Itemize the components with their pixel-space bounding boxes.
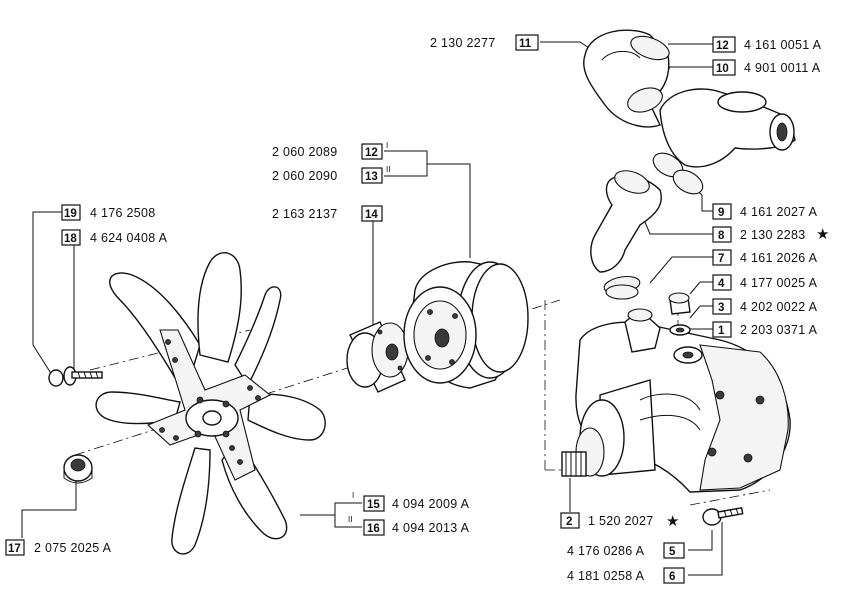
callout-1: 1 2 203 0371 A (712, 321, 818, 338)
fan-assembly (95, 252, 326, 555)
callout-14: 2 163 2137 14 (272, 205, 383, 222)
fan-hub-spider (146, 329, 272, 481)
part-number: 2 060 2089 (272, 145, 338, 159)
callout-number: 19 (64, 208, 77, 220)
callout-number: 7 (718, 253, 724, 265)
callout-9: 9 4 161 2027 A (712, 203, 818, 220)
leader-lines (21, 41, 723, 576)
callout-8: 8 2 130 2283 ★ (712, 226, 830, 243)
part-number: 2 075 2025 A (34, 541, 112, 555)
callout-7: 7 4 161 2026 A (712, 249, 818, 266)
bleed-plug (668, 292, 691, 336)
callout-number: 18 (64, 233, 77, 245)
part-number: 4 161 2027 A (740, 205, 818, 219)
callout-number: 5 (669, 546, 676, 558)
callout-number: 3 (718, 302, 724, 314)
callout-19: 19 4 176 2508 (61, 204, 156, 221)
callout-5: 4 176 0286 A 5 (567, 542, 685, 559)
part-number: 4 094 2009 A (392, 497, 470, 511)
callout-12-pulley: 2 060 2089 12 I (272, 141, 388, 160)
callout-number: 12 (365, 147, 378, 159)
part-number: 4 181 0258 A (567, 569, 645, 583)
callout-10: 10 4 901 0011 A (712, 59, 821, 76)
callout-number: 4 (718, 278, 725, 290)
callout-number: 17 (8, 543, 21, 555)
part-number: 4 161 0051 A (744, 38, 822, 52)
hub-nut (63, 454, 93, 484)
callout-number: 1 (718, 325, 725, 337)
part-number: 2 130 2283 (740, 228, 806, 242)
callout-number: 2 (566, 516, 572, 528)
callout-4: 4 4 177 0025 A (712, 274, 818, 291)
part-number: 4 176 2508 (90, 206, 156, 220)
water-pump-body (561, 308, 791, 493)
callout-number: 15 (367, 499, 380, 511)
variant-mark: II (348, 515, 352, 524)
callout-11: 2 130 2277 11 (430, 34, 539, 51)
callout-18: 18 4 624 0408 A (61, 229, 168, 246)
mount-bolt (702, 507, 744, 526)
part-number: 4 177 0025 A (740, 276, 818, 290)
lower-hose (590, 170, 662, 273)
callout-number: 13 (365, 171, 378, 183)
callout-labels: 19 4 176 2508 18 4 624 0408 A 17 2 075 2… (5, 34, 830, 584)
part-number: 2 203 0371 A (740, 323, 818, 337)
callout-2: 2 1 520 2027 ★ (560, 512, 680, 530)
part-number: 2 163 2137 (272, 207, 338, 221)
spacer-hub (346, 321, 409, 393)
callout-number: 8 (718, 230, 725, 242)
part-number: 4 161 2026 A (740, 251, 818, 265)
callout-number: 10 (716, 63, 729, 75)
callout-13: 2 060 2090 13 II (272, 165, 390, 184)
star-icon: ★ (666, 513, 680, 530)
callout-number: 6 (669, 571, 675, 583)
callout-number: 16 (367, 523, 380, 535)
part-number: 1 520 2027 (588, 514, 654, 528)
callout-16: II 16 4 094 2013 A (348, 515, 470, 536)
pulley (403, 261, 529, 389)
clamp-small (605, 284, 639, 300)
callout-15: I 15 4 094 2009 A (352, 491, 470, 512)
part-number: 4 901 0011 A (744, 61, 821, 75)
part-number: 2 130 2277 (430, 36, 496, 50)
callout-3: 3 4 202 0022 A (712, 298, 818, 315)
fan-bolt-and-washer (48, 366, 103, 387)
hose-clamps (603, 35, 704, 295)
part-number: 4 094 2013 A (392, 521, 470, 535)
thermostat-housing (659, 88, 796, 168)
callout-12-clamp: 12 4 161 0051 A (712, 36, 822, 53)
part-number: 4 624 0408 A (90, 231, 168, 245)
callout-number: 9 (718, 207, 724, 219)
callout-17: 17 2 075 2025 A (5, 539, 112, 556)
part-number: 4 202 0022 A (740, 300, 818, 314)
variant-mark: II (386, 165, 390, 174)
part-number: 2 060 2090 (272, 169, 338, 183)
callout-number: 12 (716, 40, 729, 52)
callout-number: 11 (519, 38, 532, 50)
part-number: 4 176 0286 A (567, 544, 645, 558)
variant-mark: I (386, 141, 388, 150)
callout-6: 4 181 0258 A 6 (567, 567, 685, 584)
star-icon: ★ (816, 226, 830, 243)
variant-mark: I (352, 491, 354, 500)
callout-number: 14 (365, 209, 378, 221)
